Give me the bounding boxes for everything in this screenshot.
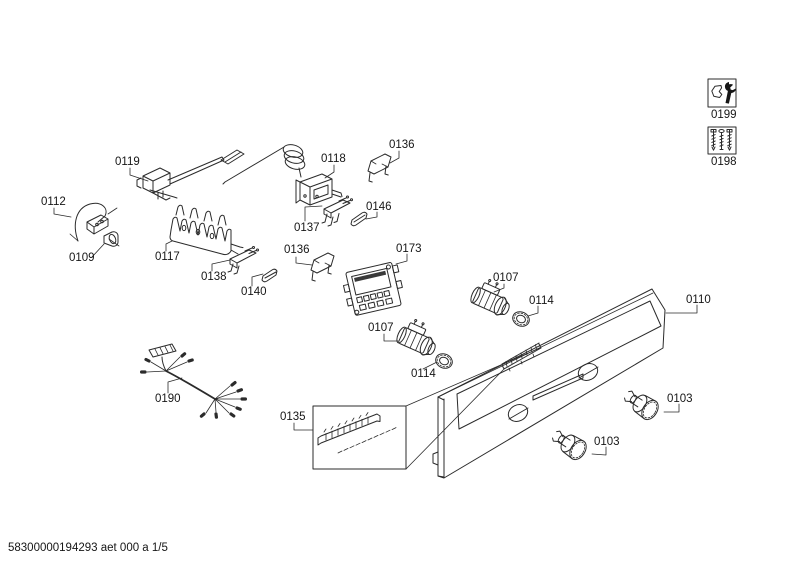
part-0107-switch-b: 0107 bbox=[368, 314, 444, 359]
part-label-0140: 0140 bbox=[241, 286, 267, 298]
leader-line bbox=[165, 240, 173, 252]
screws-icon-box bbox=[707, 126, 737, 155]
part-label-0107b: 0107 bbox=[368, 322, 394, 334]
leader-line bbox=[295, 256, 313, 266]
part-label-0109: 0109 bbox=[69, 252, 95, 264]
part-label-0103b: 0103 bbox=[594, 436, 620, 448]
part-0190-cable-harness: 0190 bbox=[140, 343, 247, 419]
part-label-0119: 0119 bbox=[115, 156, 140, 168]
part-0110-control-panel: 0110 bbox=[432, 288, 711, 479]
part-0119-rod-bracket: 0119 bbox=[115, 149, 245, 201]
leader-line bbox=[395, 253, 408, 265]
part-0103-knob-a: 0103 bbox=[620, 385, 693, 424]
tools-icon-box bbox=[707, 78, 737, 108]
part-0114-ring-a: 0114 bbox=[509, 295, 554, 330]
part-0117-connector-block: 0117 bbox=[155, 204, 244, 263]
part-label-0112: 0112 bbox=[41, 196, 66, 208]
leader-line bbox=[365, 211, 378, 220]
leader-line bbox=[422, 361, 438, 370]
part-0135-button-strip-detail: 0135 bbox=[280, 347, 541, 470]
part-label-0135: 0135 bbox=[280, 411, 306, 423]
part-label-0136a: 0136 bbox=[389, 139, 415, 151]
part-0103-knob-b: 0103 bbox=[548, 425, 620, 464]
part-label-0107a: 0107 bbox=[493, 272, 519, 284]
part-0109-bushing: 0109 bbox=[69, 231, 119, 264]
part-label-0110: 0110 bbox=[686, 294, 711, 306]
part-label-0103a: 0103 bbox=[667, 393, 693, 405]
part-0118-thermostat: 0118 bbox=[222, 144, 346, 206]
part-0114-ring-b: 0114 bbox=[411, 350, 456, 380]
leader-line bbox=[129, 167, 149, 182]
leader-line bbox=[389, 150, 400, 164]
part-0173-control-module: 0173 bbox=[342, 243, 422, 316]
wrench-icon bbox=[711, 82, 737, 104]
leader-line bbox=[211, 259, 231, 272]
legend-tools: 0199 bbox=[707, 78, 737, 121]
part-0107-switch-a: 0107 bbox=[468, 272, 519, 319]
part-0112-cable-clamp: 0112 bbox=[41, 196, 120, 247]
leader-line bbox=[663, 403, 680, 413]
part-0137-bracket: 0137 bbox=[294, 195, 353, 234]
part-label-0198: 0198 bbox=[711, 156, 737, 168]
leader-line bbox=[665, 304, 698, 314]
part-0146-clip: 0146 bbox=[350, 201, 392, 227]
part-label-0138: 0138 bbox=[201, 271, 227, 283]
part-label-0117: 0117 bbox=[155, 251, 180, 263]
part-label-0190: 0190 bbox=[155, 393, 181, 405]
leader-line bbox=[591, 446, 607, 456]
part-label-0136b: 0136 bbox=[284, 244, 310, 256]
leader-line bbox=[251, 273, 264, 287]
part-label-0173: 0173 bbox=[396, 243, 422, 255]
button-strip-on-panel bbox=[501, 342, 542, 372]
leader-line bbox=[304, 205, 323, 222]
screws-icon bbox=[710, 129, 733, 151]
part-label-0146: 0146 bbox=[366, 201, 392, 213]
part-label-0118: 0118 bbox=[321, 153, 346, 165]
part-label-0199: 0199 bbox=[711, 109, 737, 121]
leader-line bbox=[53, 207, 72, 218]
leader-line bbox=[91, 243, 105, 258]
leader-line bbox=[383, 333, 399, 342]
part-label-0114a: 0114 bbox=[529, 295, 554, 307]
button-strip-detail-art bbox=[317, 412, 397, 454]
part-label-0137: 0137 bbox=[294, 222, 320, 234]
part-label-0114b: 0114 bbox=[411, 368, 436, 380]
detail-pointer-lines bbox=[405, 347, 541, 470]
legend-fasteners: 0198 bbox=[707, 126, 737, 168]
leader-line bbox=[493, 283, 505, 293]
document-reference: 58300000194293 aet 000 a 1/5 bbox=[8, 542, 168, 554]
part-0136-clip-b: 0136 bbox=[284, 244, 335, 282]
leader-line bbox=[167, 377, 183, 394]
leader-line bbox=[324, 164, 335, 179]
leader-line bbox=[527, 305, 539, 317]
part-0140-clip: 0140 bbox=[241, 268, 278, 298]
detail-box bbox=[312, 405, 407, 470]
leader-line bbox=[293, 422, 314, 431]
part-0138-bracket: 0138 bbox=[201, 246, 259, 283]
part-0136-clip-a: 0136 bbox=[367, 139, 415, 183]
